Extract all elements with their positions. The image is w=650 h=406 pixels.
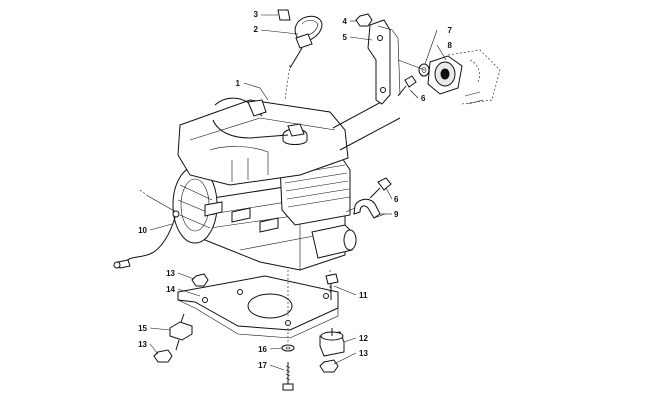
callout-13-right: 13 bbox=[359, 349, 368, 358]
primer-bulb-assembly bbox=[277, 9, 323, 69]
engine-assembly bbox=[172, 64, 401, 271]
throttle-bracket-assembly bbox=[355, 13, 501, 105]
callout-4: 4 bbox=[343, 17, 348, 26]
callout-9: 9 bbox=[394, 210, 399, 219]
callout-12: 12 bbox=[359, 334, 368, 343]
callout-8: 8 bbox=[448, 41, 453, 50]
mount-hardware bbox=[153, 273, 345, 391]
callout-1: 1 bbox=[236, 79, 241, 88]
callout-13-upper-left: 13 bbox=[166, 269, 175, 278]
callout-15: 15 bbox=[138, 324, 147, 333]
clamp-assembly bbox=[345, 177, 392, 219]
callout-13-lower-left: 13 bbox=[138, 340, 147, 349]
callout-10: 10 bbox=[138, 226, 147, 235]
callout-labels: 1 2 3 4 5 6 6 7 8 9 10 11 12 13 13 13 14… bbox=[138, 10, 452, 370]
callout-16: 16 bbox=[258, 345, 267, 354]
engine-base-plate bbox=[177, 270, 339, 344]
callout-2: 2 bbox=[254, 25, 259, 34]
callout-6-upper: 6 bbox=[421, 94, 426, 103]
callout-5: 5 bbox=[343, 33, 348, 42]
callout-3: 3 bbox=[254, 10, 259, 19]
leader-lines bbox=[149, 14, 447, 371]
callout-14: 14 bbox=[166, 285, 175, 294]
callout-6-lower: 6 bbox=[394, 195, 399, 204]
callout-17: 17 bbox=[258, 361, 267, 370]
ground-wire bbox=[113, 189, 180, 269]
callout-7: 7 bbox=[448, 26, 453, 35]
callout-11: 11 bbox=[359, 291, 368, 300]
